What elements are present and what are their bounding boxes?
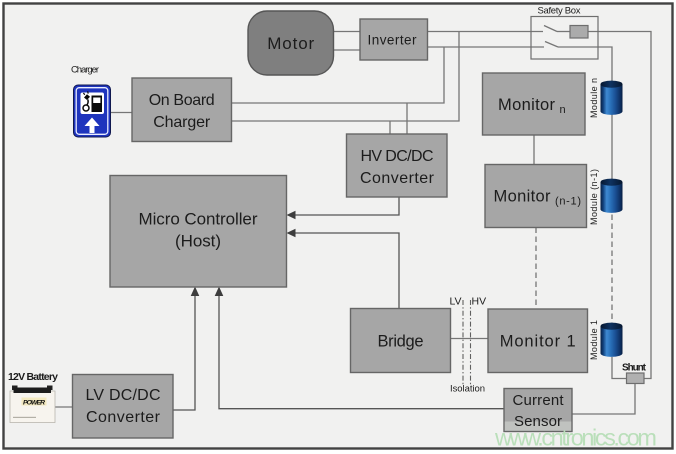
svg-text:Charger: Charger <box>153 114 211 131</box>
svg-text:Motor: Motor <box>267 34 314 53</box>
svg-text:Module 1: Module 1 <box>589 320 599 360</box>
svg-text:Current: Current <box>513 392 565 409</box>
svg-text:12V Battery: 12V Battery <box>8 371 58 383</box>
svg-text:Sensor: Sensor <box>514 413 562 430</box>
svg-text:Bridge: Bridge <box>378 333 424 351</box>
svg-text:(Host): (Host) <box>175 232 221 251</box>
svg-text:Module (n-1): Module (n-1) <box>589 169 599 225</box>
svg-text:Micro Controller: Micro Controller <box>139 210 258 229</box>
svg-text:n: n <box>560 104 566 116</box>
svg-text:Converter: Converter <box>86 409 161 426</box>
svg-text:(n-1): (n-1) <box>555 196 581 208</box>
svg-text:Safety Box: Safety Box <box>538 6 581 17</box>
svg-text:Monitor: Monitor <box>494 188 552 206</box>
svg-text:Converter: Converter <box>360 170 435 187</box>
svg-text:Shunt: Shunt <box>622 363 647 374</box>
svg-text:www.cntronics.com: www.cntronics.com <box>494 425 657 451</box>
svg-text:LV DC/DC: LV DC/DC <box>86 387 161 404</box>
svg-text:Monitor: Monitor <box>498 96 556 114</box>
svg-text:Inverter: Inverter <box>368 33 418 48</box>
svg-text:Module n: Module n <box>589 78 599 118</box>
svg-text:Isolation: Isolation <box>450 384 485 395</box>
svg-text:Monitor 1: Monitor 1 <box>500 333 576 351</box>
svg-text:HV DC/DC: HV DC/DC <box>361 148 434 165</box>
svg-text:On Board: On Board <box>149 92 215 109</box>
svg-text:HV: HV <box>472 296 487 308</box>
svg-text:POWER: POWER <box>23 399 45 406</box>
svg-text:Charger: Charger <box>71 65 99 76</box>
svg-text:LV: LV <box>450 296 462 308</box>
